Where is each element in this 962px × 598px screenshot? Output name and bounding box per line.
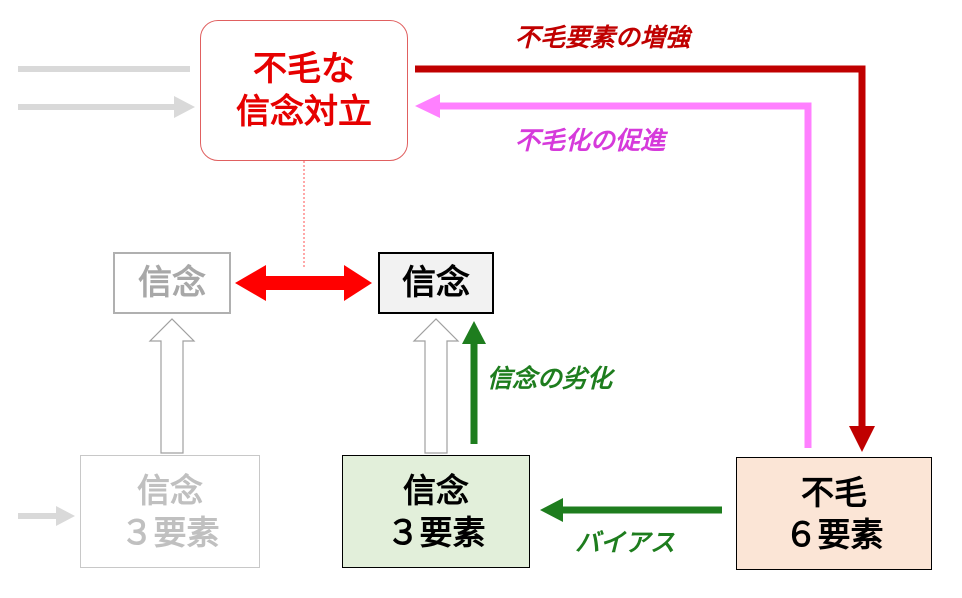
conflict-line2: 信念対立 xyxy=(236,91,372,132)
bias-arrow xyxy=(540,498,722,522)
gray-input-arrow-top xyxy=(18,96,195,118)
barren-line2: ６要素 xyxy=(784,514,884,554)
degrade-label: 信念の劣化 xyxy=(487,364,613,393)
hollow-up-arrow-main xyxy=(412,318,460,454)
promote-arrow xyxy=(415,94,812,448)
bias-label: バイアス xyxy=(575,528,676,557)
belief-elements-box-gray: 信念 ３要素 xyxy=(80,455,260,568)
belief-main-text: 信念 xyxy=(402,262,470,303)
barren-line1: 不毛 xyxy=(801,473,867,513)
belief-box-gray: 信念 xyxy=(113,252,231,314)
degrade-arrow xyxy=(462,321,486,444)
belief-gray-text: 信念 xyxy=(138,262,206,303)
belief-box-main: 信念 xyxy=(378,252,494,314)
conflict-double-arrow xyxy=(235,265,372,301)
gray-input-arrow-bottom xyxy=(18,506,75,526)
elements-gray-line2: ３要素 xyxy=(120,512,220,552)
elements-main-line1: 信念 xyxy=(403,471,469,511)
barren-elements-box: 不毛 ６要素 xyxy=(736,457,932,570)
conflict-box: 不毛な 信念対立 xyxy=(200,20,408,161)
belief-elements-box-main: 信念 ３要素 xyxy=(342,455,530,568)
strengthen-label: 不毛要素の増強 xyxy=(515,23,691,52)
elements-gray-line1: 信念 xyxy=(137,471,203,511)
strengthen-arrow xyxy=(415,65,875,452)
promote-label: 不毛化の促進 xyxy=(515,126,666,155)
hollow-up-arrow-gray xyxy=(148,318,196,454)
conflict-line1: 不毛な xyxy=(253,49,355,89)
elements-main-line2: ３要素 xyxy=(386,512,486,552)
